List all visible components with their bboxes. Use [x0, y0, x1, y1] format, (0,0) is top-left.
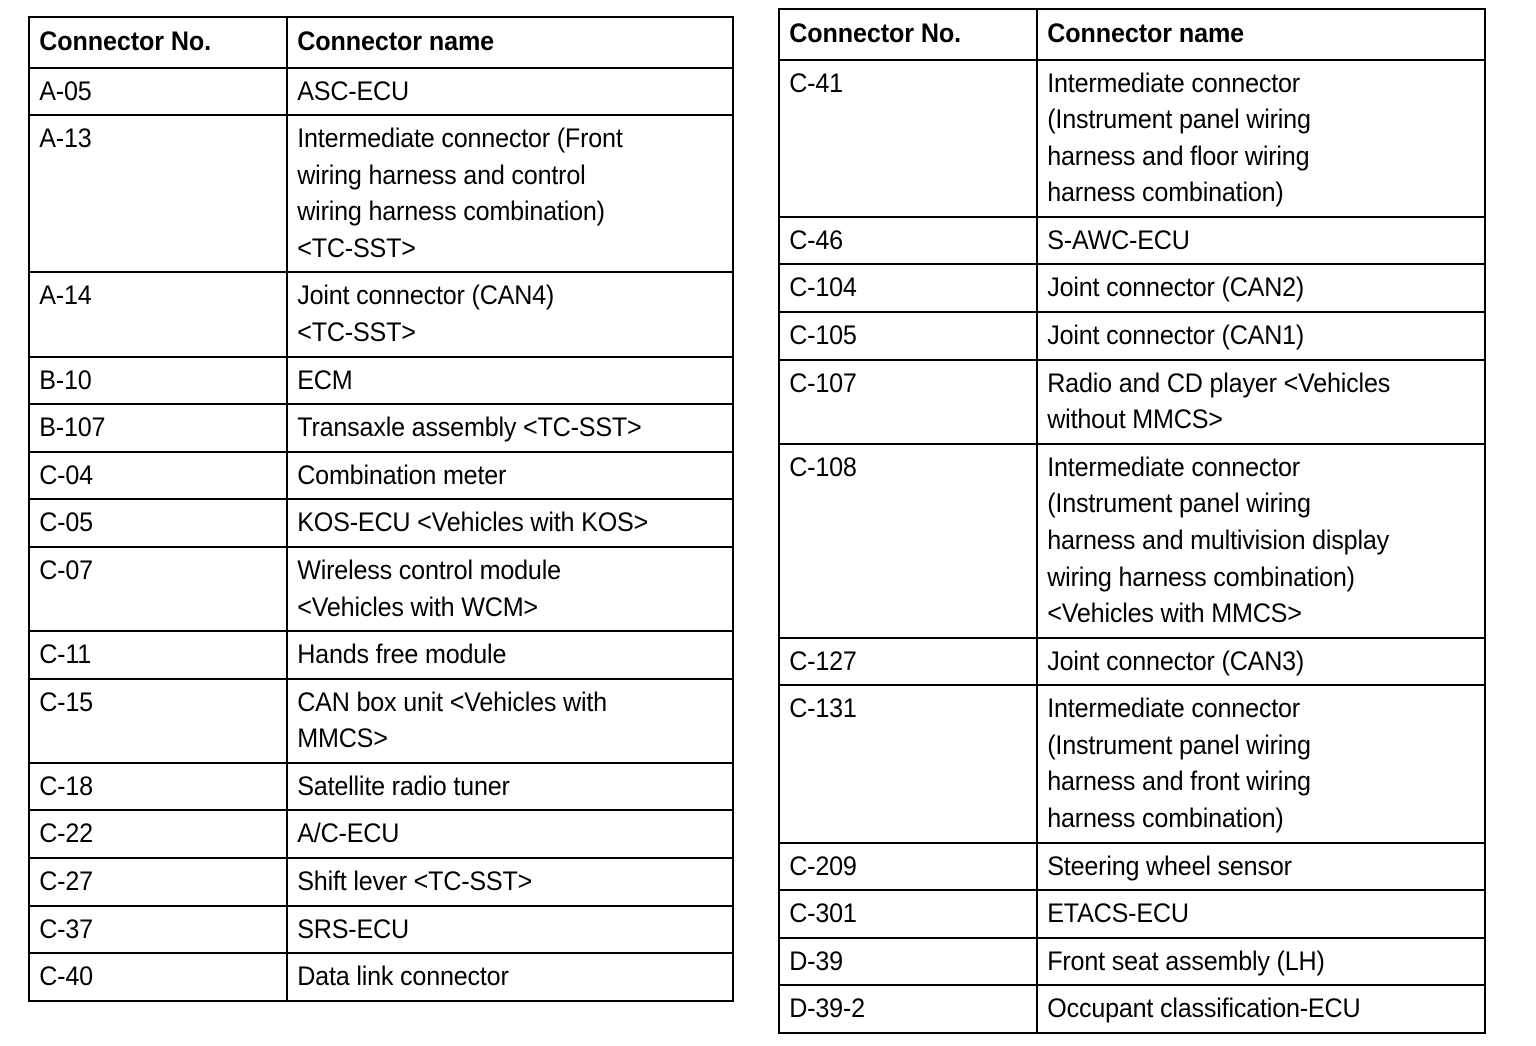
- connector-name-cell: CAN box unit <Vehicles with MMCS>: [286, 677, 703, 764]
- connector-name-cell: Occupant classification-ECU: [1036, 984, 1455, 1034]
- table-row: C-104 Joint connector (CAN2): [778, 263, 1485, 314]
- table-row: C-05 KOS-ECU <Vehicles with KOS>: [28, 498, 733, 548]
- connector-no-cell: A-05: [28, 66, 270, 117]
- connector-no-cell: C-209: [778, 841, 1020, 892]
- table-header-row: Connector No. Connector name: [778, 8, 1485, 61]
- table-header-right: Connector No. Connector name: [778, 8, 1485, 61]
- connector-name-cell: Shift lever <TC-SST>: [286, 856, 703, 907]
- connector-no-cell: C-18: [28, 761, 270, 812]
- connector-name-cell: Hands free module: [286, 630, 703, 680]
- connector-name-cell: Intermediate connector (Instrument panel…: [1036, 58, 1455, 218]
- connector-name-cell: Steering wheel sensor: [1036, 841, 1455, 892]
- table-row: C-04 Combination meter: [28, 450, 733, 501]
- connector-name-cell: A/C-ECU: [286, 809, 703, 859]
- connector-no-cell: D-39-2: [778, 984, 1020, 1034]
- table-row: C-27 Shift lever <TC-SST>: [28, 856, 733, 907]
- column-header-connector-no: Connector No.: [778, 8, 1020, 61]
- connector-no-cell: C-11: [28, 630, 270, 680]
- connector-no-cell: A-14: [28, 271, 270, 358]
- connector-name-cell: ECM: [286, 355, 703, 406]
- table-row: C-22 A/C-ECU: [28, 809, 733, 859]
- connector-no-cell: C-104: [778, 263, 1020, 314]
- connector-no-cell: C-127: [778, 636, 1020, 687]
- connector-name-cell: Data link connector: [286, 952, 703, 1002]
- table-row: B-107 Transaxle assembly <TC-SST>: [28, 403, 733, 453]
- table-row: D-39 Front seat assembly (LH): [778, 936, 1485, 987]
- table-header-left: Connector No. Connector name: [28, 16, 733, 69]
- connector-name-cell: Combination meter: [286, 450, 703, 501]
- connector-name-cell: Joint connector (CAN2): [1036, 263, 1455, 314]
- table-row: C-18 Satellite radio tuner: [28, 761, 733, 812]
- table-row: C-301 ETACS-ECU: [778, 889, 1485, 939]
- connector-no-cell: C-22: [28, 809, 270, 859]
- connector-name-cell: Joint connector (CAN3): [1036, 636, 1455, 687]
- connector-no-cell: D-39: [778, 936, 1020, 987]
- connector-no-cell: C-108: [778, 442, 1020, 639]
- connector-no-cell: C-107: [778, 358, 1020, 445]
- table-row: B-10 ECM: [28, 355, 733, 406]
- connector-no-cell: C-37: [28, 904, 270, 955]
- table-row: C-209 Steering wheel sensor: [778, 841, 1485, 892]
- connector-name-cell: Intermediate connector (Instrument panel…: [1036, 684, 1455, 844]
- connector-name-cell: Satellite radio tuner: [286, 761, 703, 812]
- connector-name-cell: ASC-ECU: [286, 66, 703, 117]
- connector-no-cell: C-15: [28, 677, 270, 764]
- table-row: D-39-2 Occupant classification-ECU: [778, 984, 1485, 1034]
- connector-no-cell: C-41: [778, 58, 1020, 218]
- connector-name-cell: Front seat assembly (LH): [1036, 936, 1455, 987]
- connector-no-cell: C-27: [28, 856, 270, 907]
- connector-no-cell: C-105: [778, 311, 1020, 361]
- connector-no-cell: B-10: [28, 355, 270, 406]
- connector-no-cell: C-04: [28, 450, 270, 501]
- connector-no-cell: C-05: [28, 498, 270, 548]
- connector-table-left: Connector No. Connector name A-05 ASC-ECU…: [28, 16, 734, 1002]
- connector-name-cell: Transaxle assembly <TC-SST>: [286, 403, 703, 453]
- connector-name-cell: Joint connector (CAN1): [1036, 311, 1455, 361]
- connector-no-cell: C-46: [778, 215, 1020, 266]
- connector-no-cell: C-40: [28, 952, 270, 1002]
- column-header-connector-name: Connector name: [286, 16, 703, 69]
- connector-name-cell: KOS-ECU <Vehicles with KOS>: [286, 498, 703, 548]
- connector-no-cell: C-131: [778, 684, 1020, 844]
- connector-name-cell: Wireless control module <Vehicles with W…: [286, 545, 703, 633]
- connector-name-cell: Radio and CD player <Vehicles without MM…: [1036, 358, 1455, 445]
- table-header-row: Connector No. Connector name: [28, 16, 733, 69]
- connector-name-cell: Joint connector (CAN4) <TC-SST>: [286, 271, 703, 358]
- connector-no-cell: B-107: [28, 403, 270, 453]
- connector-name-cell: SRS-ECU: [286, 904, 703, 955]
- column-header-connector-name: Connector name: [1036, 8, 1455, 61]
- column-header-connector-no: Connector No.: [28, 16, 270, 69]
- connector-no-cell: C-301: [778, 889, 1020, 939]
- table-row: C-46 S-AWC-ECU: [778, 215, 1485, 266]
- table-row: C-105 Joint connector (CAN1): [778, 311, 1485, 361]
- table-row: C-37 SRS-ECU: [28, 904, 733, 955]
- connector-name-cell: S-AWC-ECU: [1036, 215, 1455, 266]
- table-row: C-127 Joint connector (CAN3): [778, 636, 1485, 687]
- connector-name-cell: Intermediate connector (Front wiring har…: [286, 114, 703, 274]
- connector-no-cell: A-13: [28, 114, 270, 274]
- connector-name-cell: ETACS-ECU: [1036, 889, 1455, 939]
- table-row: A-05 ASC-ECU: [28, 66, 733, 117]
- table-row: C-11 Hands free module: [28, 630, 733, 680]
- connector-name-cell: Intermediate connector (Instrument panel…: [1036, 442, 1455, 639]
- connector-no-cell: C-07: [28, 545, 270, 633]
- table-row: C-40 Data link connector: [28, 952, 733, 1002]
